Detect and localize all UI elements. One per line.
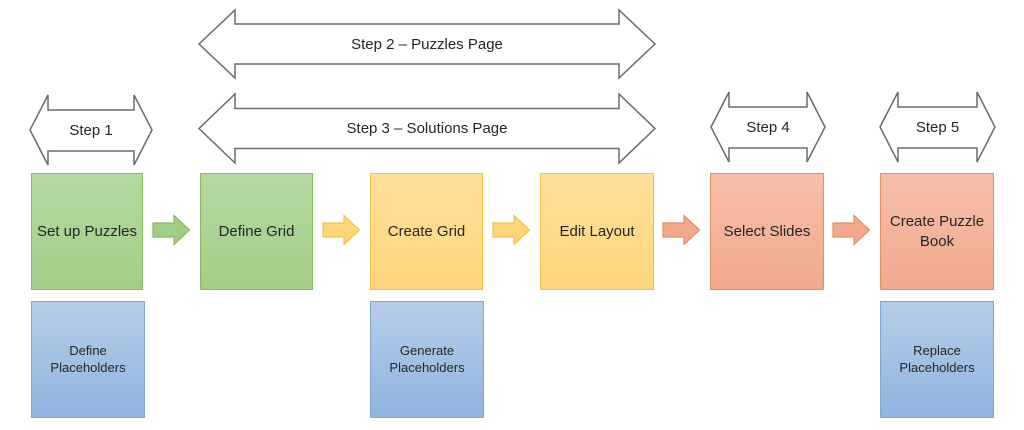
step4-label: Step 4 <box>746 118 790 136</box>
process-box-label: Select Slides <box>723 222 811 240</box>
placeholder-box-label: Generate Placeholders <box>389 342 465 375</box>
connector-arrow-right-icon <box>832 214 871 246</box>
process-box-label: Edit Layout <box>559 222 635 240</box>
process-box-create-puzzle-book: Create Puzzle Book <box>880 173 994 290</box>
double-arrow-icon <box>29 94 153 166</box>
process-box-label: Create Puzzle Book <box>889 213 985 250</box>
process-box-set-up-puzzles: Set up Puzzles <box>31 173 143 290</box>
connector-arrow-right-icon <box>492 214 531 246</box>
step5-double-arrow: Step 5 <box>879 91 996 163</box>
process-box-label: Create Grid <box>387 222 466 240</box>
double-arrow-icon <box>197 92 657 165</box>
double-arrow-icon <box>710 91 826 163</box>
placeholder-box-generate-placeholders: Generate Placeholders <box>370 301 484 418</box>
process-box-define-grid: Define Grid <box>200 173 313 290</box>
step2-double-arrow: Step 2 – Puzzles Page <box>197 8 657 80</box>
step1-double-arrow: Step 1 <box>29 94 153 166</box>
process-box-label: Define Grid <box>218 222 295 240</box>
step3-label: Step 3 – Solutions Page <box>346 120 508 137</box>
step2-label: Step 2 – Puzzles Page <box>351 35 503 53</box>
double-arrow-icon <box>879 91 996 163</box>
placeholder-box-define-placeholders: Define Placeholders <box>31 301 145 418</box>
step1-label: Step 1 <box>69 121 113 139</box>
placeholder-box-replace-placeholders: Replace Placeholders <box>880 301 994 418</box>
placeholder-box-label: Define Placeholders <box>50 342 126 375</box>
step5-label: Step 5 <box>915 118 960 136</box>
step4-double-arrow: Step 4 <box>710 91 826 163</box>
process-box-create-grid: Create Grid <box>370 173 483 290</box>
connector-arrow-right-icon <box>662 214 701 246</box>
process-box-label: Set up Puzzles <box>36 222 138 240</box>
process-box-edit-layout: Edit Layout <box>540 173 654 290</box>
placeholder-box-label: Replace Placeholders <box>899 342 975 375</box>
step3-double-arrow: Step 3 – Solutions Page <box>197 92 657 165</box>
process-box-select-slides: Select Slides <box>710 173 824 290</box>
connector-arrow-right-icon <box>322 214 361 246</box>
double-arrow-icon <box>197 8 657 80</box>
connector-arrow-right-icon <box>152 214 191 246</box>
